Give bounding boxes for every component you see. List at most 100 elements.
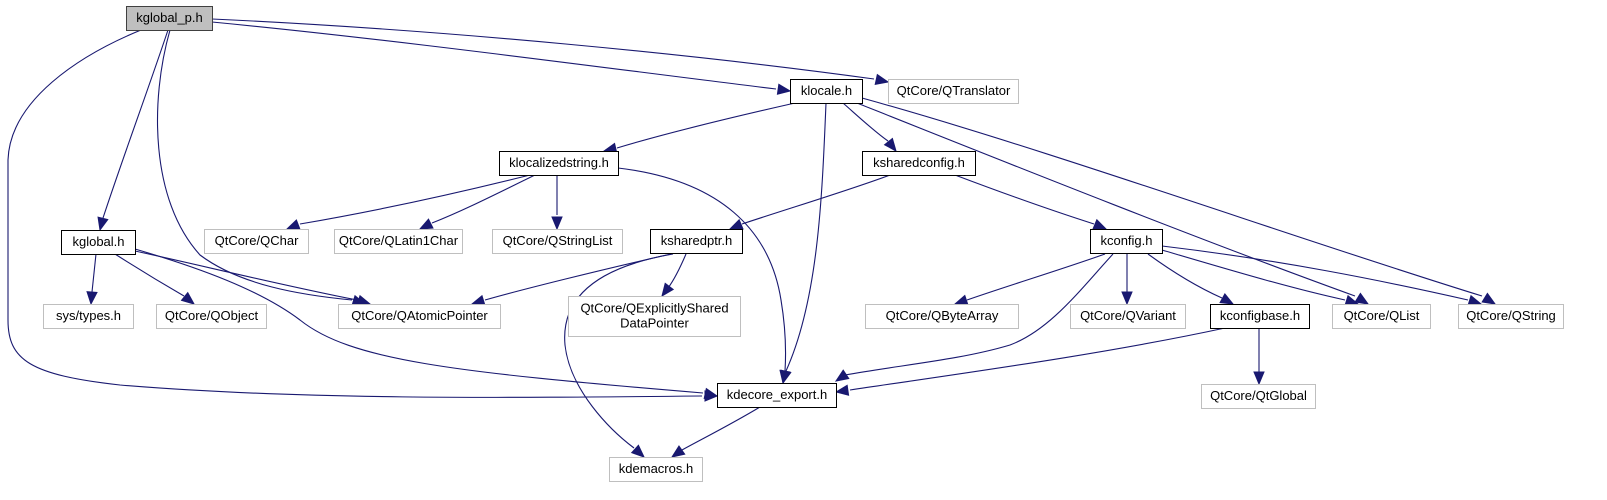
- node-box: [865, 304, 1019, 329]
- node-box: [1458, 304, 1564, 329]
- node-kconfigbase[interactable]: kconfigbase.h: [1210, 304, 1310, 329]
- edge-klocale-to-klocalizedstring: [602, 102, 796, 154]
- edge-line: [134, 250, 358, 301]
- arrowhead-icon: [356, 294, 372, 306]
- arrowhead-icon: [1253, 371, 1265, 386]
- edge-line: [849, 327, 1226, 391]
- edge-kglobal_p-to-kglobal: [97, 29, 169, 232]
- arrowhead-icon: [670, 445, 686, 458]
- node-box: [334, 229, 463, 254]
- node-label: klocale.h: [801, 83, 852, 98]
- edge-line: [785, 102, 827, 372]
- edge-kglobal_p-to-qatomicpointer: [156, 29, 367, 306]
- node-label: klocalizedstring.h: [509, 155, 609, 170]
- node-systypes: sys/types.h: [43, 304, 134, 329]
- edge-line: [954, 174, 1095, 225]
- node-qtglobal: QtCore/QtGlobal: [1201, 384, 1316, 409]
- edge-ksharedconfig-to-ksharedptr: [728, 174, 891, 230]
- node-label: kdecore_export.h: [727, 387, 827, 402]
- edge-kconfig-to-kdecore_export: [834, 253, 1114, 382]
- edge-line: [431, 174, 536, 224]
- node-box: [43, 304, 134, 329]
- edge-klocale-to-qlist: [856, 102, 1370, 305]
- arrowhead-icon: [551, 216, 563, 231]
- node-box: [61, 230, 136, 255]
- node-qobject: QtCore/QObject: [156, 304, 267, 329]
- node-qchar: QtCore/QChar: [204, 229, 309, 254]
- arrowhead-icon: [661, 282, 675, 298]
- node-box: [862, 151, 976, 176]
- edge-kconfig-to-qstring: [1161, 245, 1483, 306]
- arrowhead-icon: [776, 83, 792, 95]
- edge-line: [844, 253, 1114, 376]
- edge-klocale-to-kdecore_export: [780, 102, 827, 385]
- node-qatomicpointer: QtCore/QAtomicPointer: [338, 304, 501, 329]
- node-box: [888, 79, 1019, 104]
- node-label: QtCore/QVariant: [1080, 308, 1176, 323]
- node-label: kglobal.h: [72, 234, 124, 249]
- edge-kdecore_export-to-kdemacros: [670, 406, 761, 458]
- edge-line: [156, 29, 353, 301]
- edge-klocale-to-qstring: [861, 97, 1497, 305]
- node-label: QtCore/QObject: [165, 308, 259, 323]
- node-label: QtCore/QChar: [215, 233, 299, 248]
- node-box: [204, 229, 309, 254]
- arrowhead-icon: [1092, 218, 1108, 230]
- arrowhead-icon: [1354, 292, 1370, 305]
- arrowhead-icon: [953, 294, 969, 306]
- arrowhead-icon: [834, 384, 850, 396]
- edge-kglobal-to-kdecore_export: [134, 248, 719, 400]
- arrowhead-icon: [728, 218, 744, 230]
- edge-line: [741, 174, 891, 225]
- arrowhead-icon: [834, 369, 850, 382]
- node-kglobal_p[interactable]: kglobal_p.h: [126, 6, 213, 31]
- node-box: [1332, 304, 1431, 329]
- edge-line: [616, 102, 796, 149]
- node-box: [1090, 229, 1163, 254]
- node-ksharedptr[interactable]: ksharedptr.h: [650, 229, 743, 254]
- edge-line: [114, 253, 185, 297]
- node-qstringlist: QtCore/QStringList: [492, 229, 623, 254]
- node-ksharedconfig[interactable]: ksharedconfig.h: [862, 151, 976, 176]
- edge-line: [617, 167, 787, 372]
- node-label: kconfigbase.h: [1220, 308, 1300, 323]
- node-kglobal[interactable]: kglobal.h: [61, 230, 136, 255]
- edge-kglobal-to-systypes: [86, 253, 98, 306]
- node-qtranslator: QtCore/QTranslator: [888, 79, 1019, 104]
- arrowhead-icon: [1481, 292, 1497, 305]
- node-box: [126, 6, 213, 31]
- edge-line: [856, 102, 1356, 297]
- arrowhead-icon: [630, 444, 645, 458]
- node-label: kglobal_p.h: [136, 10, 203, 25]
- node-kdemacros: kdemacros.h: [609, 457, 703, 482]
- edge-kconfig-to-qvariant: [1121, 254, 1133, 306]
- edge-line: [667, 253, 687, 289]
- node-klocalizedstring[interactable]: klocalizedstring.h: [499, 151, 619, 176]
- edge-klocalizedstring-to-kdecore_export: [617, 167, 791, 385]
- node-label: ksharedptr.h: [661, 233, 733, 248]
- edge-kconfig-to-kconfigbase: [1147, 253, 1235, 305]
- edge-klocalizedstring-to-qstringlist: [551, 175, 563, 231]
- node-qlatin1char: QtCore/QLatin1Char: [334, 229, 463, 254]
- edge-line: [299, 174, 531, 225]
- arrowhead-icon: [703, 387, 719, 400]
- edge-ksharedconfig-to-kconfig: [954, 174, 1108, 230]
- node-label: QtCore/QList: [1344, 308, 1420, 323]
- arrowhead-icon: [874, 73, 890, 86]
- arrowhead-icon: [86, 291, 98, 306]
- node-qlist: QtCore/QList: [1332, 304, 1431, 329]
- node-kconfig[interactable]: kconfig.h: [1090, 229, 1163, 254]
- node-label: kdemacros.h: [619, 461, 693, 476]
- node-label: QtCore/QAtomicPointer: [351, 308, 488, 323]
- node-box: [717, 383, 837, 408]
- arrowhead-icon: [470, 294, 486, 306]
- arrowhead-icon: [1219, 292, 1235, 305]
- edge-klocalizedstring-to-qlatin1char: [418, 174, 536, 230]
- node-klocale[interactable]: klocale.h: [790, 79, 863, 104]
- node-kdecore_export[interactable]: kdecore_export.h: [717, 383, 837, 408]
- edge-kglobal-to-qobject: [114, 253, 196, 305]
- node-box: [156, 304, 267, 329]
- nodes-layer: kglobal_p.h klocale.h QtCore/QTranslator kl…: [43, 6, 1564, 482]
- arrowhead-icon: [779, 369, 791, 385]
